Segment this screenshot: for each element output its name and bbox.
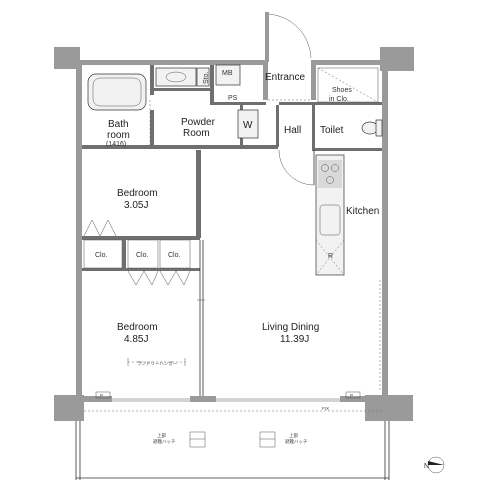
p-right-label: P — [350, 393, 353, 398]
bedroom-1: Bedroom 3.05J — [83, 188, 158, 237]
hatch-left-line2: 避難ハッチ — [153, 438, 176, 445]
kitchen: R Kitchen — [315, 154, 381, 390]
bedroom1-size: 3.05J — [124, 200, 148, 211]
outer-walls — [54, 47, 414, 421]
entrance-label: Entrance — [265, 72, 305, 83]
hall-toilet: Hall Toilet — [278, 119, 383, 186]
living-name: Living Dining — [262, 322, 319, 333]
w-label: W — [243, 120, 253, 131]
mb-ps-block: MB PS — [215, 64, 241, 102]
escape-hatch-left — [189, 431, 206, 448]
bedroom-2: Bedroom 4.85J ランドリーハンガー — [117, 322, 186, 367]
bedroom1-name: Bedroom — [117, 188, 158, 199]
sink — [319, 204, 341, 236]
bathtub — [87, 73, 147, 111]
clo-mid1-label: Clo. — [136, 252, 149, 259]
closet-row: Clo. Clo. Clo. — [83, 239, 191, 286]
shoes-closet: Shoes in Clo. — [317, 67, 379, 103]
wash-basin — [155, 67, 197, 87]
interior-walls — [82, 65, 382, 396]
powder-label-line1: Powder — [181, 117, 216, 128]
ps-label: PS — [228, 95, 238, 102]
toilet-tank — [375, 119, 383, 137]
laundry-hanger-label: ランドリーハンガー — [137, 360, 178, 367]
bedroom2-name: Bedroom — [117, 322, 158, 333]
r-label: R — [328, 253, 333, 260]
mb-label: MB — [222, 70, 233, 77]
powder-label-line2: Room — [183, 128, 210, 139]
shoes-label-line2: in Clo. — [329, 96, 349, 103]
hatch-right-line2: 避難ハッチ — [285, 438, 308, 445]
mb-box — [215, 64, 241, 86]
clo-mid2-label: Clo. — [168, 252, 181, 259]
north-label: N — [424, 463, 429, 470]
bedroom2-size: 4.85J — [124, 334, 148, 345]
shoes-label-line1: Shoes — [332, 87, 352, 94]
bath-label-line1: Bath — [108, 119, 129, 130]
bath-size-label: (1416) — [106, 141, 126, 148]
balcony: P P FIX 上部 避難ハッチ 上部 避難ハッチ — [75, 391, 390, 480]
hall-label: Hall — [284, 125, 301, 136]
sto-label: Sto. — [203, 71, 210, 84]
entrance: Entrance — [265, 12, 312, 101]
p-left-label: P — [100, 393, 103, 398]
bath-label-line2: room — [107, 130, 130, 141]
living-size: 11.39J — [280, 334, 309, 345]
washing-machine — [237, 109, 259, 139]
storage-sto — [196, 67, 210, 87]
hatch-right-line1: 上部 — [289, 432, 298, 439]
north-arrow-icon: N — [424, 456, 445, 474]
escape-hatch-right — [259, 431, 276, 448]
powder-room: Sto. Powder Room W — [155, 67, 259, 139]
stove — [318, 160, 342, 188]
clo-left-label: Clo. — [95, 252, 108, 259]
bathroom: Bath room (1416) — [87, 73, 151, 148]
living-dining: Living Dining 11.39J — [262, 322, 319, 345]
kitchen-label: Kitchen — [346, 206, 379, 217]
fix-label: FIX — [322, 406, 329, 411]
toilet-label: Toilet — [320, 125, 344, 136]
toilet-bowl — [361, 121, 379, 135]
hatch-left-line1: 上部 — [157, 432, 166, 439]
